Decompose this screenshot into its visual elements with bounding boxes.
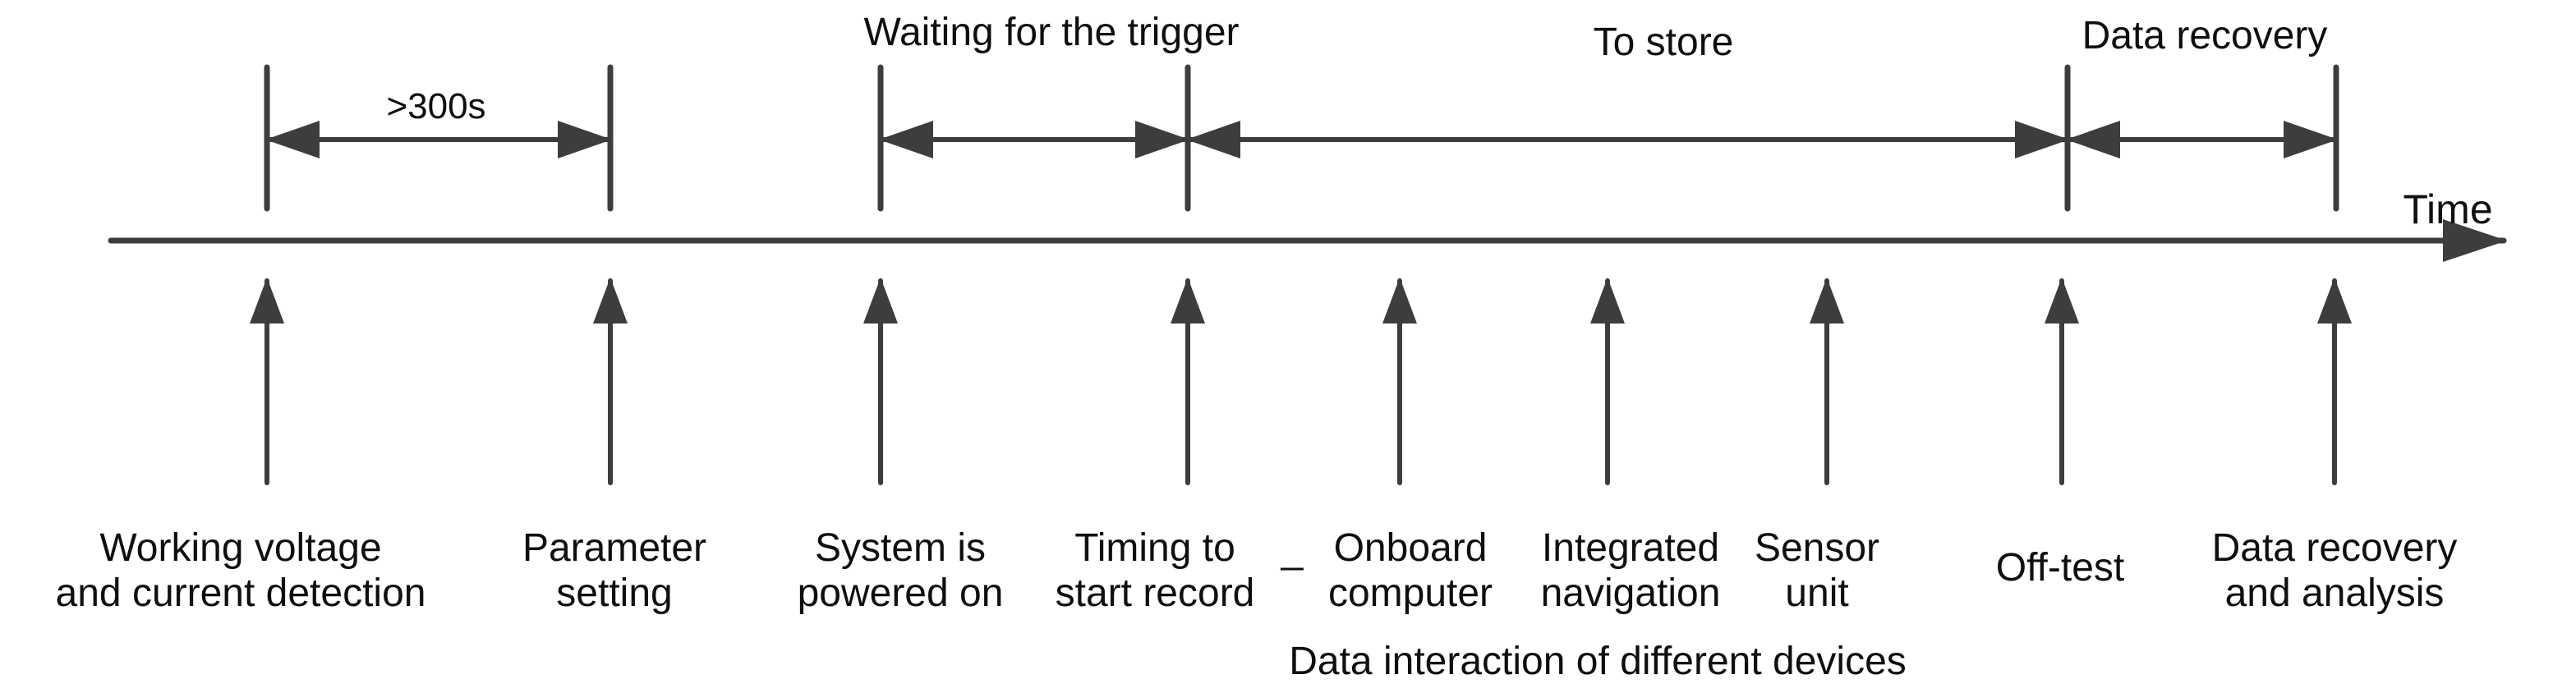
- event-label-line: Sensor: [1754, 526, 1880, 570]
- event-label-timing-start-record: Timing to start record: [1056, 525, 1255, 616]
- diagram-caption: Data interaction of different devices: [1289, 640, 1907, 683]
- event-label-line: start record: [1055, 571, 1255, 615]
- event-label-line: Working voltage: [99, 526, 382, 570]
- interval-label-data-recovery: Data recovery: [2082, 14, 2328, 57]
- interval-label-waiting-for-trigger: Waiting for the trigger: [863, 11, 1240, 54]
- separator-underscore: _: [1281, 528, 1304, 571]
- event-label-line: navigation: [1540, 571, 1721, 615]
- event-label-line: setting: [556, 571, 673, 615]
- event-label-integrated-navigation: Integrated navigation: [1541, 525, 1721, 616]
- event-label-line: computer: [1327, 571, 1493, 615]
- axis-label-time: Time: [2403, 186, 2493, 232]
- event-label-line: Timing to: [1074, 526, 1235, 570]
- event-label-line: Parameter: [522, 526, 707, 570]
- event-label-line: Data recovery: [2211, 526, 2458, 570]
- event-label-line: and current detection: [55, 571, 426, 615]
- event-label-system-powered-on: System is powered on: [798, 525, 1004, 616]
- event-label-data-recovery-analysis: Data recovery and analysis: [2212, 525, 2458, 616]
- interval-label-to-store: To store: [1593, 21, 1734, 64]
- interval-label-300s: >300s: [386, 86, 486, 126]
- event-label-off-test: Off-test: [1996, 545, 2125, 590]
- event-label-line: Off-test: [1995, 546, 2125, 590]
- event-label-line: powered on: [797, 571, 1004, 615]
- event-arrows: [250, 278, 2352, 485]
- event-label-line: Integrated: [1541, 526, 1720, 570]
- event-label-parameter-setting: Parameter setting: [522, 525, 706, 616]
- event-label-line: System is: [814, 526, 987, 570]
- event-label-sensor-unit: Sensor unit: [1755, 525, 1879, 616]
- event-label-onboard-computer: Onboard computer: [1328, 525, 1493, 616]
- event-label-line: and analysis: [2224, 571, 2445, 615]
- event-label-working-voltage: Working voltage and current detection: [56, 525, 426, 616]
- event-label-line: Onboard: [1333, 526, 1488, 570]
- event-label-line: unit: [1785, 571, 1849, 615]
